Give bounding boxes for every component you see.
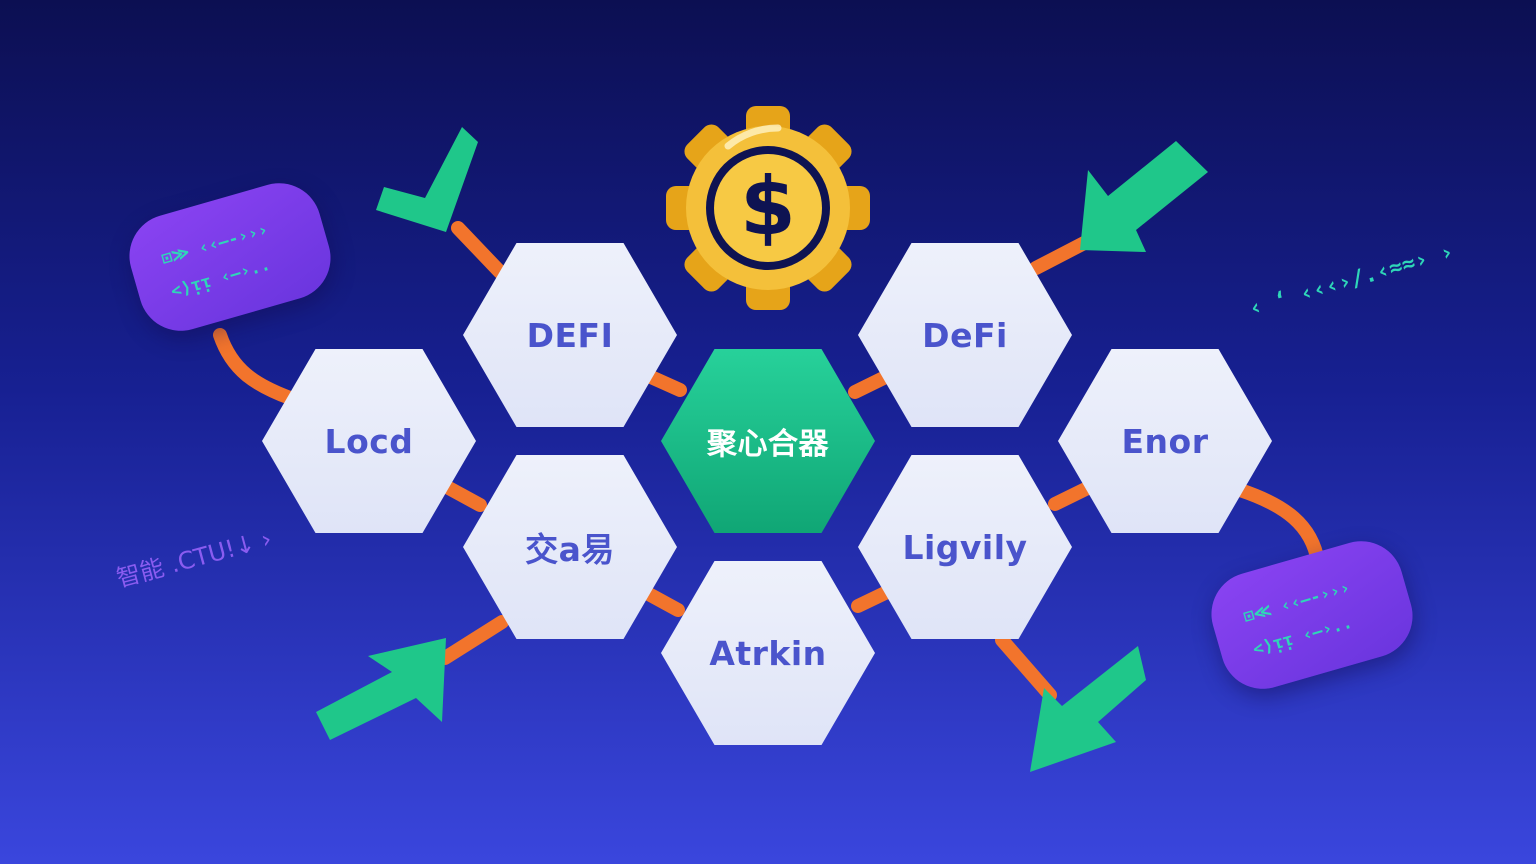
connector-arrow-to-defi [451,221,507,279]
arrow-top-left [376,127,478,232]
dollar-symbol: $ [740,160,796,253]
arrow-top-right [1080,141,1208,252]
connector-pill-to-locd [213,328,297,405]
connector-ligvily-to-arrow [995,633,1057,702]
arrow-bottom-left [316,638,446,740]
hex-label: DeFi [922,315,1008,355]
hex-label: Atrkin [709,633,827,673]
hex-label: 交a易 [525,530,615,569]
hex-label: DEFI [526,315,614,355]
hex-node-atrkin: Atrkin [661,561,875,745]
hex-node-trade: 交a易 [463,455,677,639]
hex-label: Locd [324,421,414,461]
hex-label: Enor [1121,421,1209,461]
dollar-gear-icon: $ [666,106,870,310]
hex-label: Ligvily [902,527,1028,567]
arrow-bottom-right [1030,646,1146,772]
center-label: 聚心合器 [707,427,829,462]
hex-node-center-aggregator: 聚心合器 [661,349,875,533]
connector-arrow-to-trade [438,615,509,665]
connector-enor-to-pill [1233,483,1325,569]
